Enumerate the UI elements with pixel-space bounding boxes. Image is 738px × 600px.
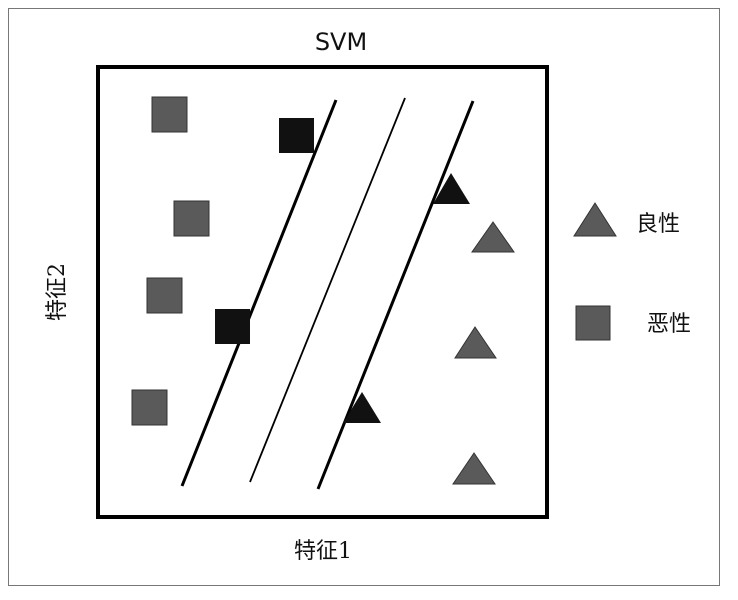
malignant-support-vector [279,118,314,153]
malignant-sample [131,389,168,426]
margin-line-right [316,100,475,490]
margin-line-left [180,99,338,487]
legend: 良性 恶性 [573,202,691,341]
plot-area [96,65,549,519]
benign-sample [452,452,496,485]
diagram-title: SVM [315,28,367,56]
benign-support-vector [433,173,470,204]
legend-malignant-square-icon [575,305,611,341]
malignant-sample [173,200,210,237]
figure-frame [8,8,720,586]
decision-boundary-line [249,97,406,483]
legend-malignant-label: 恶性 [647,312,691,337]
benign-support-vector [343,392,381,423]
benign-sample [454,326,497,359]
legend-benign-label: 良性 [636,212,680,237]
legend-benign-triangle-icon [573,202,617,237]
x-axis-label: 特征1 [294,539,352,564]
y-axis-label: 特征2 [45,263,70,321]
benign-sample [471,221,515,253]
malignant-support-vector [215,309,250,344]
malignant-sample [146,277,183,314]
malignant-sample [151,96,188,133]
